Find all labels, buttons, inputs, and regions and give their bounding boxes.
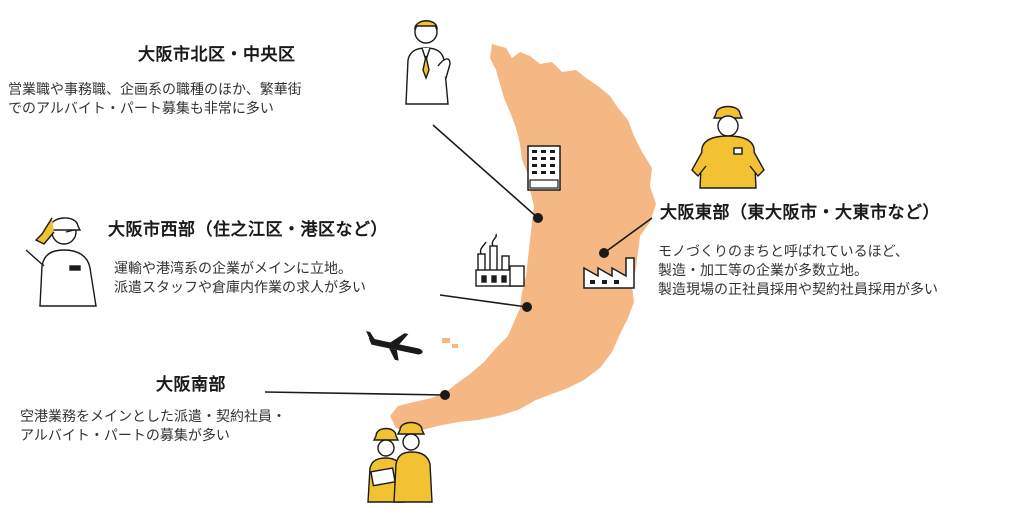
region-title-higashi: 大阪東部（東大阪市・大東市など） <box>660 203 940 223</box>
desc-line: 派遣スタッフや倉庫内作業の求人が多い <box>114 280 366 296</box>
region-desc-higashi: モノづくりのまちと呼ばれているほど、 製造・加工等の企業が多数立地。 製造現場の… <box>658 243 938 300</box>
desc-line: でのアルバイト・パート募集も非常に多い <box>8 101 274 117</box>
office-worker-icon <box>405 20 451 105</box>
region-title-minami: 大阪南部 <box>156 375 226 395</box>
island <box>442 338 450 343</box>
region-desc-nishi: 運輸や港湾系の企業がメインに立地。 派遣スタッフや倉庫内作業の求人が多い <box>114 260 366 298</box>
desc-line: 空港業務をメインとした派遣・契約社員・ <box>20 409 286 425</box>
marker-minami <box>440 390 450 400</box>
construction-workers-icon <box>367 421 433 503</box>
desc-line: 運輸や港湾系の企業がメインに立地。 <box>114 261 352 277</box>
desc-line: アルバイト・パートの募集が多い <box>20 428 230 444</box>
desc-line: 製造・加工等の企業が多数立地。 <box>658 263 868 279</box>
office-building-icon <box>527 145 561 191</box>
marker-higashi <box>599 248 609 258</box>
region-desc-kita-chuo: 営業職や事務職、企画系の職種のほか、繁華街 でのアルバイト・パート募集も非常に多… <box>8 81 302 119</box>
leader-line-nishi <box>439 294 528 308</box>
desc-line: 製造現場の正社員採用や契約社員採用が多い <box>658 282 938 298</box>
desc-line: モノづくりのまちと呼ばれているほど、 <box>658 244 909 260</box>
leader-line-higashi <box>603 217 653 254</box>
factory-icon <box>583 257 635 289</box>
airplane-icon <box>366 331 423 361</box>
factory-worker-icon <box>691 105 765 189</box>
island <box>452 344 458 348</box>
port-factory-icon <box>475 233 525 287</box>
desc-line: 営業職や事務職、企画系の職種のほか、繁華街 <box>8 82 302 98</box>
region-title-kita-chuo: 大阪市北区・中央区 <box>138 45 296 65</box>
region-title-nishi: 大阪市西部（住之江区・港区など） <box>108 220 388 240</box>
marker-kita <box>533 213 543 223</box>
leader-line-kita <box>432 124 539 219</box>
osaka-map-shape <box>390 44 656 432</box>
region-desc-minami: 空港業務をメインとした派遣・契約社員・ アルバイト・パートの募集が多い <box>20 408 286 446</box>
leader-line-minami <box>264 391 446 396</box>
saluting-worker-icon <box>25 217 97 307</box>
marker-nishi <box>522 302 532 312</box>
